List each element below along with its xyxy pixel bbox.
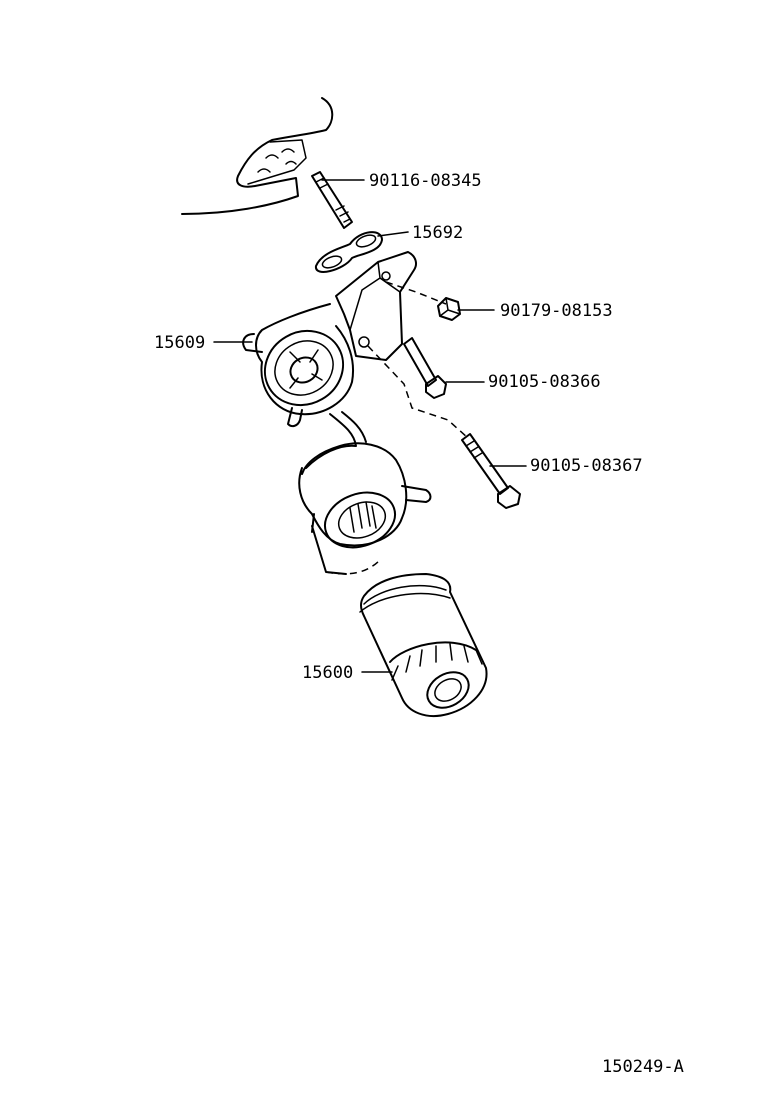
callout-stud-bolt: 90116-08345 xyxy=(369,171,482,191)
bolt-long-part xyxy=(461,433,521,509)
gasket-part xyxy=(315,231,383,273)
callout-bracket: 15609 xyxy=(154,333,205,353)
oil-filter-part xyxy=(359,573,488,717)
bolt-short-part xyxy=(403,337,447,399)
callout-gasket: 15692 xyxy=(412,223,463,243)
figure-code: 150249-A xyxy=(602,1057,684,1077)
callout-bolt-long: 90105-08367 xyxy=(530,456,643,476)
leader-lines xyxy=(213,179,527,673)
callout-bolt-short: 90105-08366 xyxy=(488,372,601,392)
engine-block-outline xyxy=(181,97,334,215)
oil-filter-bracket-part xyxy=(242,251,417,428)
callout-oil-filter: 15600 xyxy=(302,663,353,683)
stud-bolt-part xyxy=(311,171,353,229)
dashed-alignment-lines xyxy=(367,281,469,439)
nut-part xyxy=(437,297,461,321)
filter-housing-part xyxy=(298,411,432,575)
callout-nut: 90179-08153 xyxy=(500,301,613,321)
